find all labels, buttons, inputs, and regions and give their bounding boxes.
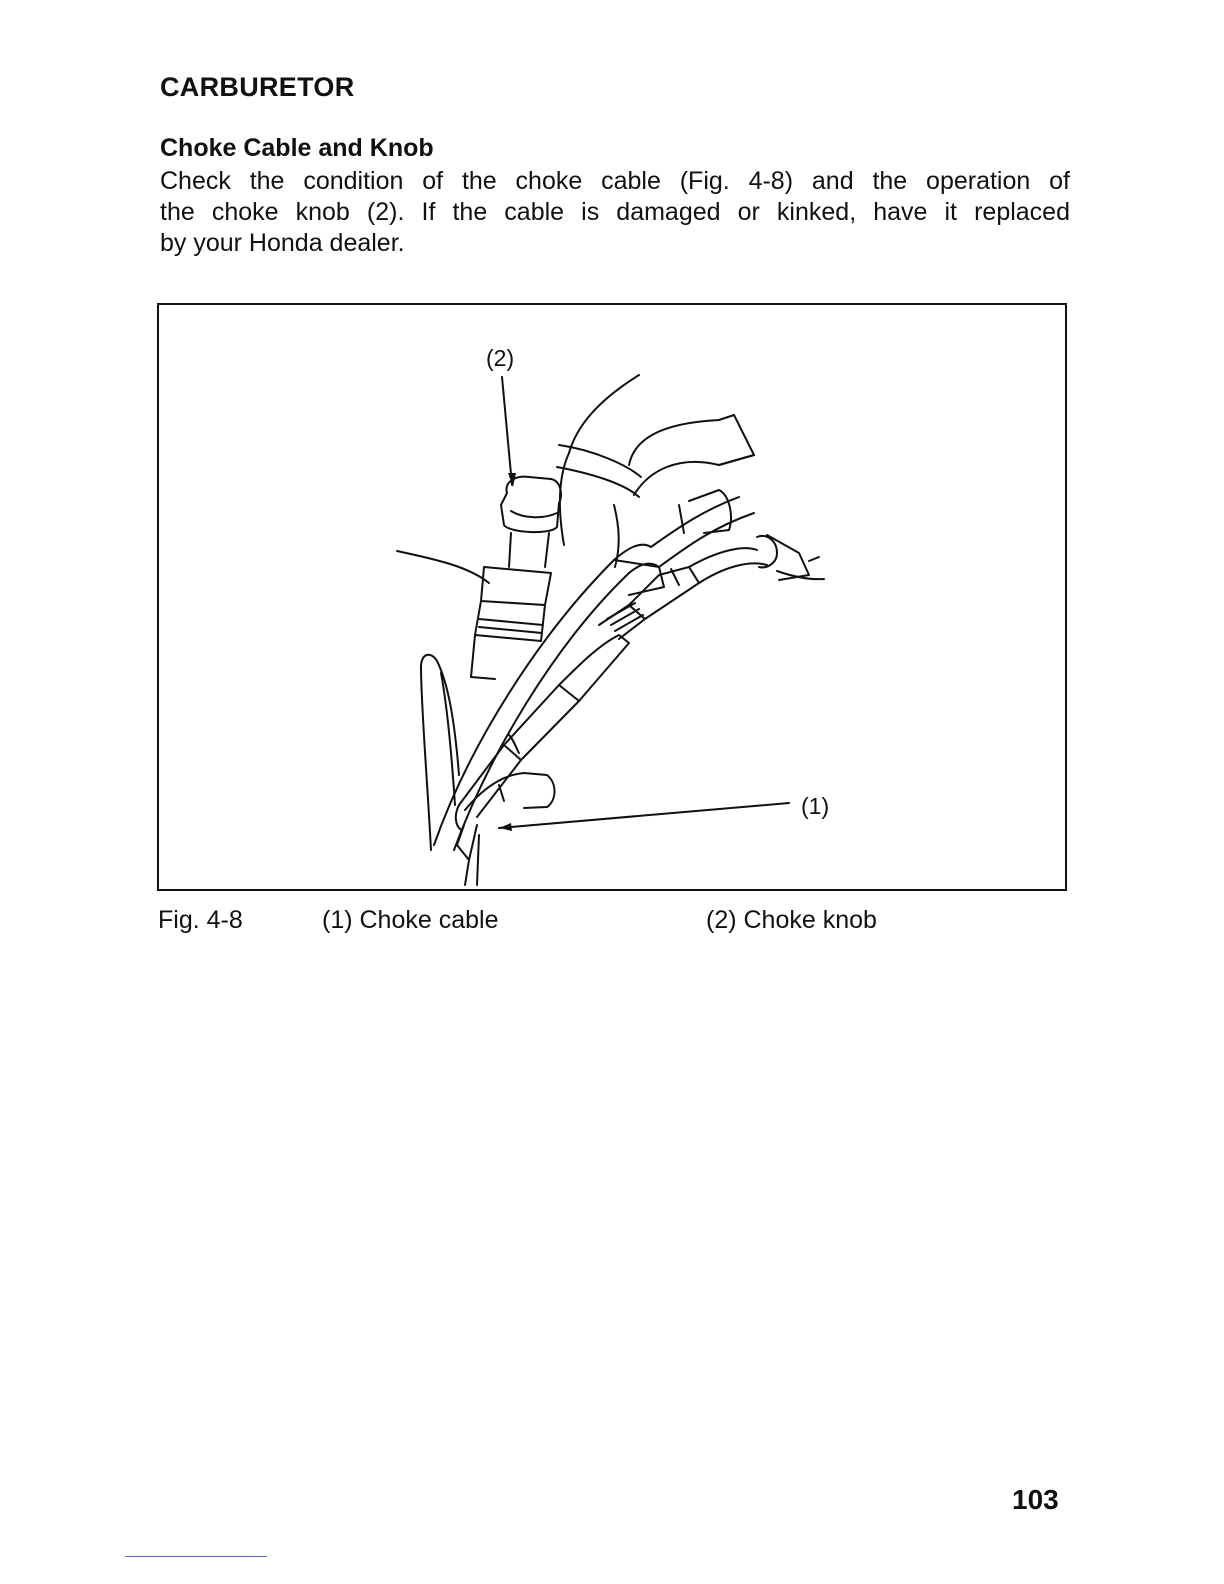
callout-knob-label: (2) [486,345,514,372]
body-line: the choke knob (2). If the cable is dama… [160,197,1070,228]
caption-item-choke-knob: (2) Choke knob [706,906,877,935]
figure-label: Fig. 4-8 [158,906,243,935]
footer-rule [125,1556,267,1557]
callout-cable-label: (1) [801,793,829,820]
subheading: Choke Cable and Knob [160,134,434,163]
body-paragraph: Check the condition of the choke cable (… [160,166,1070,259]
section-title: CARBURETOR [160,72,355,103]
page-number: 103 [1012,1484,1059,1516]
body-line: Check the condition of the choke cable (… [160,166,1070,197]
caption-item-choke-cable: (1) Choke cable [322,906,498,935]
choke-illustration [159,305,1065,889]
body-line: by your Honda dealer. [160,228,1070,259]
figure-frame: (2) (1) [157,303,1067,891]
